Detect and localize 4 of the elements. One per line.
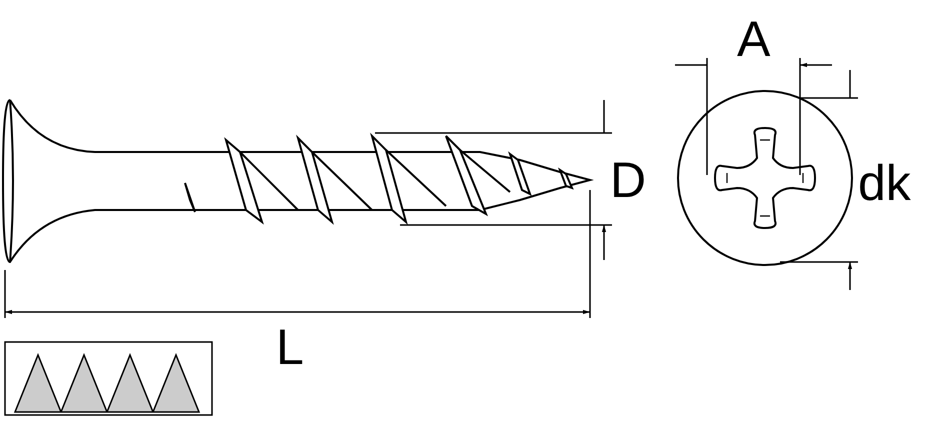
dimension-label: dk bbox=[858, 158, 911, 208]
dimension-label: A bbox=[737, 14, 770, 64]
dimension-label: L bbox=[276, 322, 304, 372]
dimension-label: D bbox=[610, 155, 646, 205]
